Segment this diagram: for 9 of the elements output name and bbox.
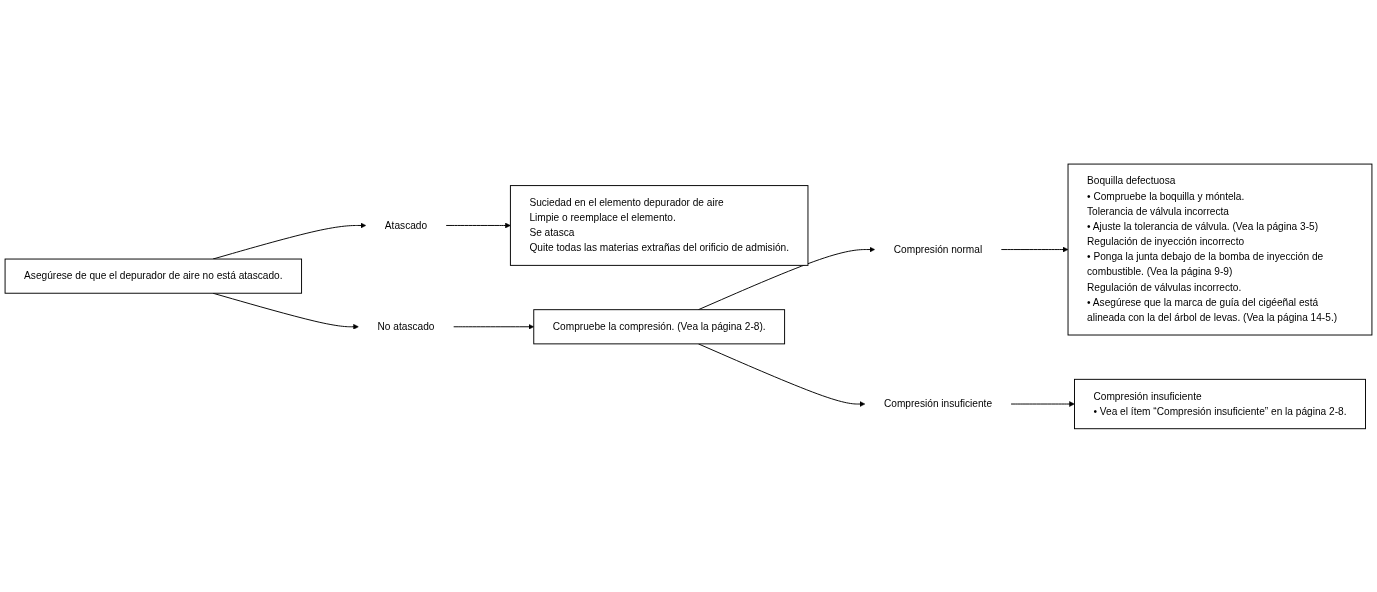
- node-box: Compruebe la compresión. (Vea la página 2-8).: [533, 308, 786, 344]
- node-box: Suciedad en el elemento depurador de aire Limpie o reemplace el elemento. Se atasca Quite todas las materias extrañas del orificio de admisión.: [509, 184, 809, 266]
- node-box: Asegúrese de que el depurador de aire no está atascado.: [4, 258, 303, 294]
- node-text: Compresión insuficiente: [883, 397, 993, 409]
- node-box: Boquilla defectuosa • Compruebe la boquilla y móntela. Tolerancia de válvula incorrecta • Ajuste la tolerancia de válvula. (Vea la página 3-5) Regulación de inyección incorrecto • Ponga la junta debajo de la bomba de inyección de combustible. (Vea la página 9-9) Regulación de válvulas incorrecto. • Asegúrese que la marca de guía del cigéeñal está alineada con la del árbol de levas. (Vea la página 14-5.): [1067, 163, 1373, 336]
- node-text: No atascado: [377, 320, 435, 332]
- node-box: Compresión insuficiente • Vea el ítem “Compresión insuficiente” en la página 2-8.: [1074, 378, 1366, 429]
- node-text: Compresión normal: [893, 243, 983, 255]
- node-text: Atascado: [384, 219, 428, 231]
